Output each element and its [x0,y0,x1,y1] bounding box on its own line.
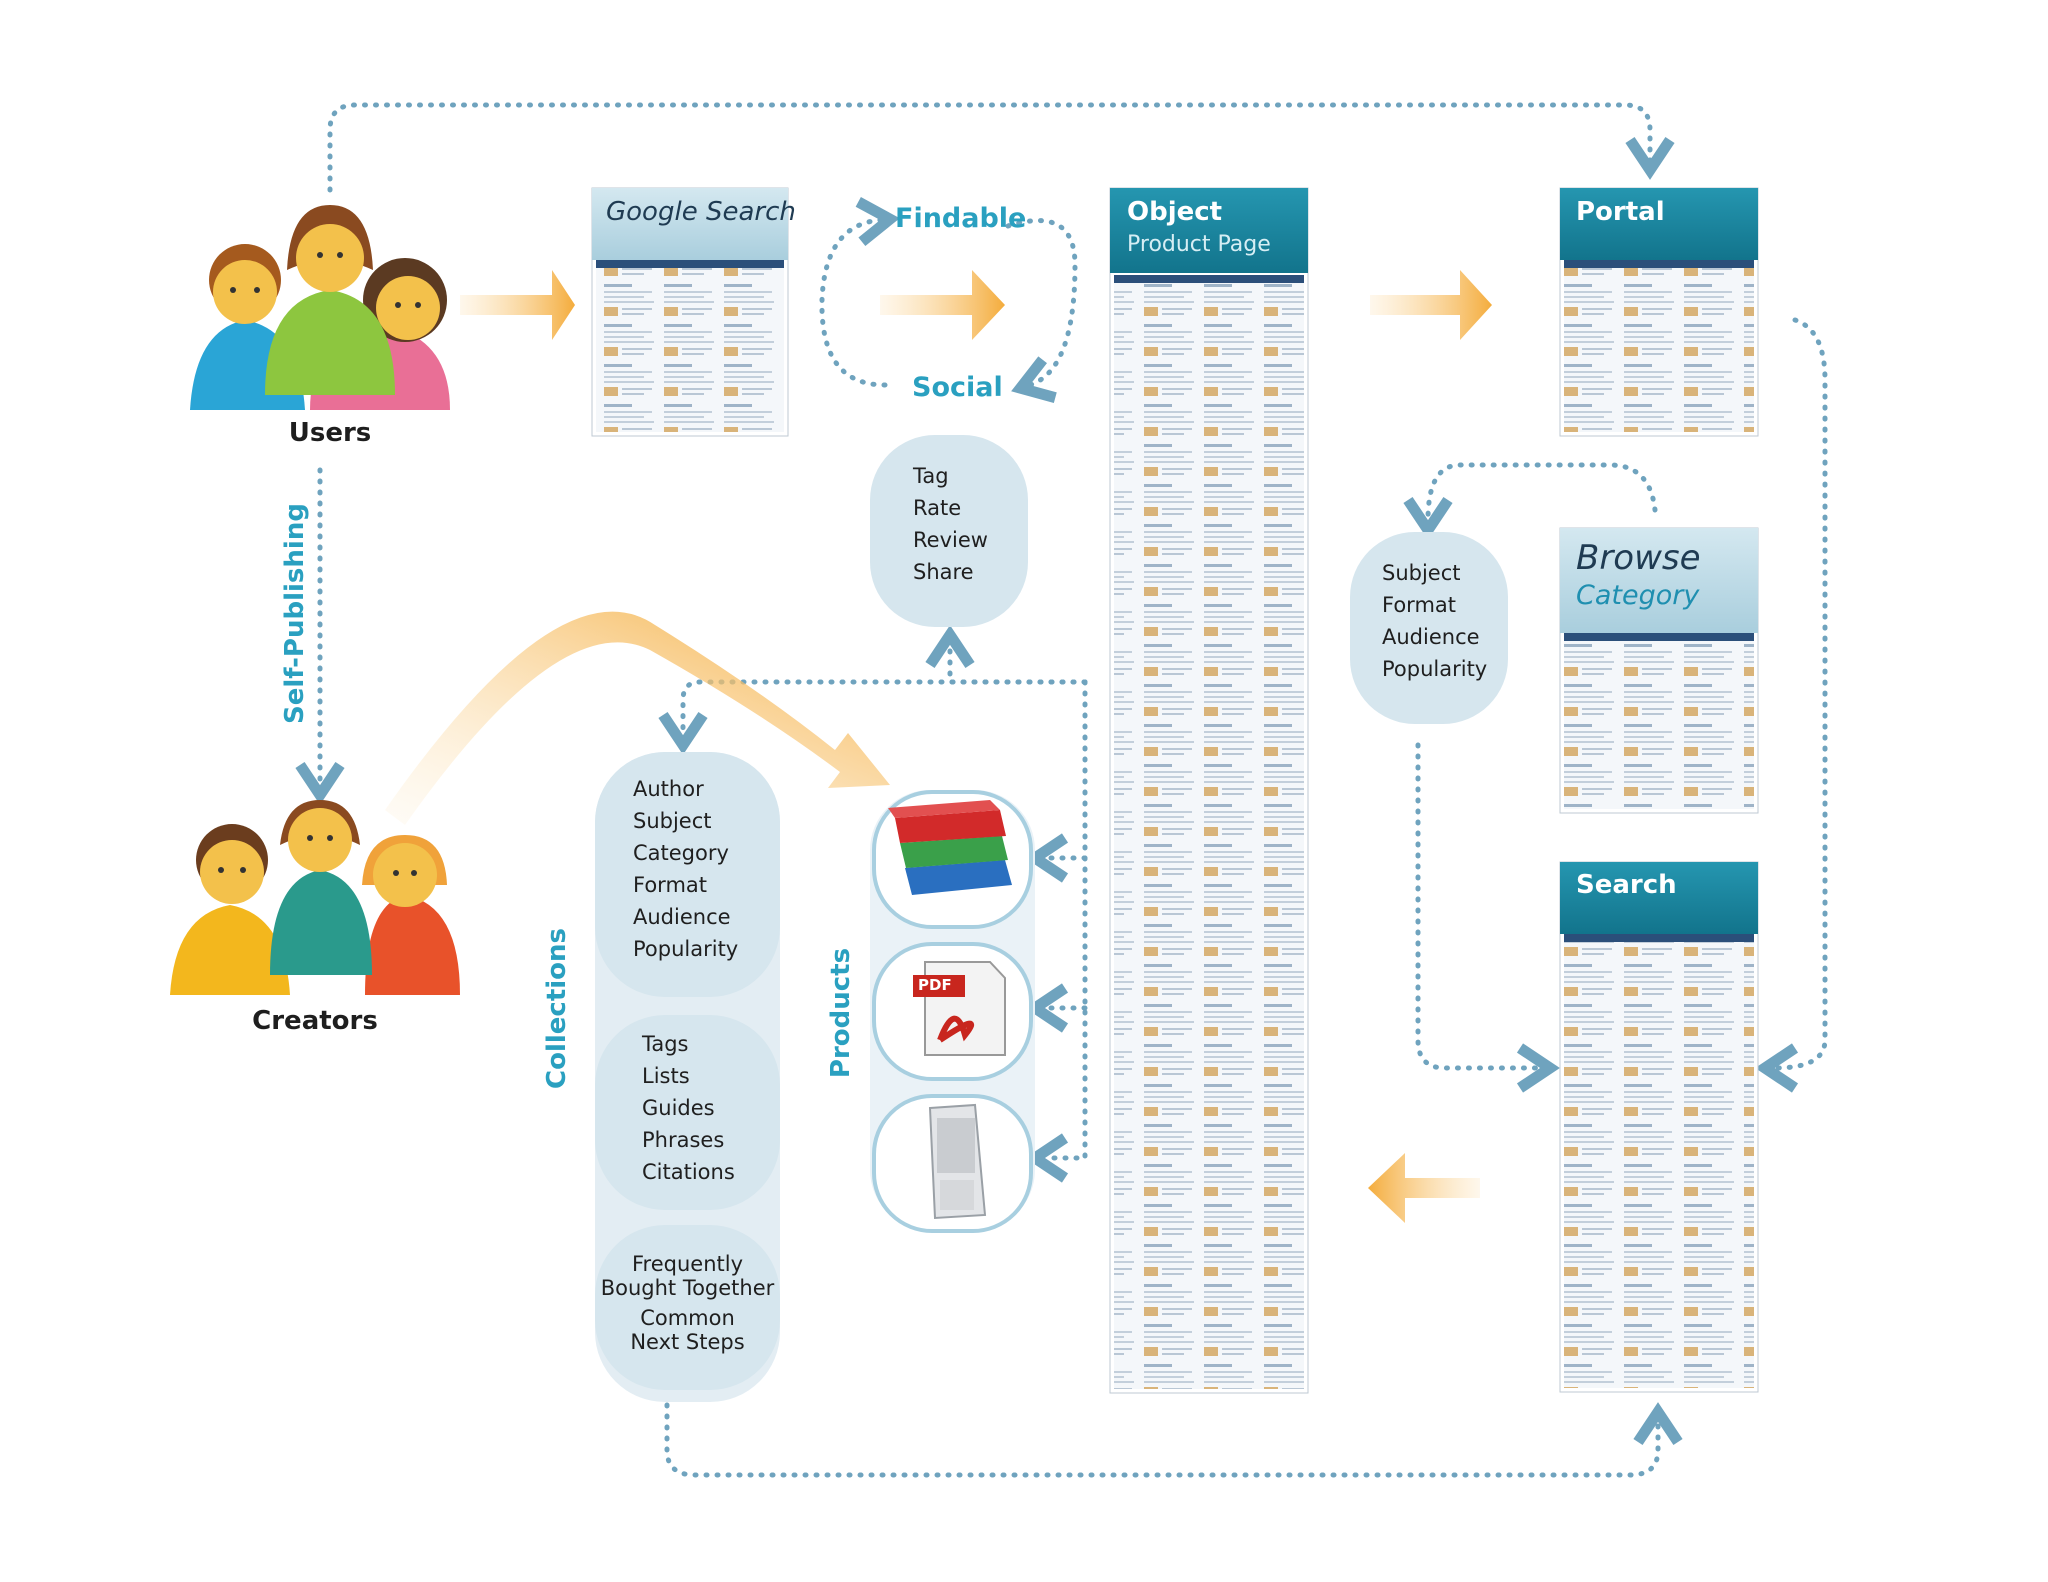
browse-title: Browse [1576,538,1701,578]
orange-arrows [385,270,1492,1223]
collection-guides: Guides [642,1096,715,1120]
facets-list: Subject Format Audience Popularity [1382,557,1487,685]
users-icon [190,205,450,410]
collection-common: Common [640,1306,735,1330]
portal-panel [1559,187,1759,437]
collection-format: Format [633,873,708,897]
creators-to-products-arrow [385,611,890,825]
collection-popularity: Popularity [633,937,739,961]
collection-author: Author [633,777,704,801]
creators-label: Creators [252,1006,378,1036]
pdf-badge-text: PDF [918,976,952,994]
pdf-icon [913,961,1006,1056]
social-action-tag: Tag [913,464,949,488]
search-results-panel [1559,861,1759,1393]
cycle-top-connector [1005,218,1078,403]
ereader-icon [928,1103,987,1220]
cycle-center-arrow [880,270,1005,340]
cycle-bottom-connector [819,197,900,388]
users-to-portal-connector [327,102,1675,193]
products-label: Products [826,947,856,1079]
object-to-collections-connector [658,679,1088,755]
object-page-subtitle: Product Page [1127,232,1271,257]
search-title: Search [1576,870,1677,900]
browse-category-panel [1559,527,1759,814]
users-label: Users [288,418,372,448]
collections-group-1: Author Subject Category Format Audience … [633,773,738,965]
facets-pill [1350,532,1508,724]
facet-subject: Subject [1382,561,1461,585]
portal-to-search-connector [1755,317,1828,1093]
social-action-share: Share [913,560,974,584]
object-down-connector [1025,679,1088,1183]
collection-next-steps: Next Steps [630,1330,745,1354]
facet-audience: Audience [1382,625,1480,649]
social-action-review: Review [913,528,988,552]
creators-icon [170,800,460,995]
collections-pills [595,752,780,1402]
collections-to-search-connector [664,1402,1683,1478]
collection-bought-together: Bought Together [600,1276,775,1300]
users-to-google-arrow [460,270,575,340]
collections-label: Collections [542,927,572,1089]
collection-subject: Subject [633,809,712,833]
collections-group-2: Tags Lists Guides Phrases Citations [642,1028,735,1188]
portal-title: Portal [1576,197,1665,227]
dotted-connectors [295,102,1828,1478]
collection-audience: Audience [633,905,731,929]
facet-popularity: Popularity [1382,657,1488,681]
collection-category: Category [633,841,729,865]
object-to-social-connector [925,625,1088,685]
facet-format: Format [1382,593,1457,617]
object-to-portal-arrow [1370,270,1492,340]
browse-subtitle: Category [1576,580,1700,611]
self-publishing-label: Self-Publishing [280,503,310,724]
social-pill [870,435,1028,627]
collection-tags: Tags [642,1032,689,1056]
findable-label: Findable [895,203,1027,234]
collection-citations: Citations [642,1160,735,1184]
social-action-rate: Rate [913,496,962,520]
social-actions-list: Tag Rate Review Share [913,460,988,588]
social-label: Social [912,372,1003,403]
collection-frequently: Frequently [631,1252,743,1276]
object-page-title: Object [1127,197,1223,227]
google-search-title: Google Search [606,197,796,227]
object-product-page-panel [1109,187,1309,1394]
browse-to-facets-connector [1403,462,1658,540]
books-icon [888,800,1012,895]
collection-phrases: Phrases [642,1128,725,1152]
collection-lists: Lists [642,1064,690,1088]
google-search-panel [591,187,789,437]
collections-group-3: Frequently Bought Together Common Next S… [600,1252,775,1354]
facets-to-search-connector [1415,742,1560,1093]
search-to-object-arrow [1368,1153,1480,1223]
